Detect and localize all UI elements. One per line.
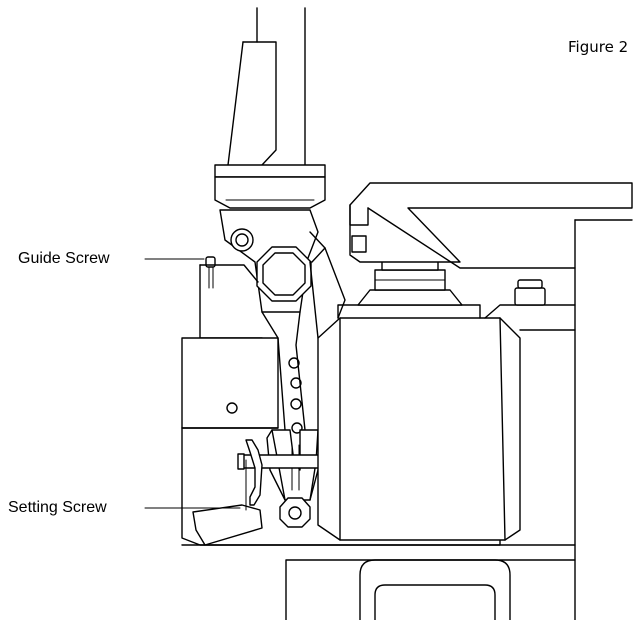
setting-screw-label: Setting Screw (8, 499, 107, 516)
guide-screw-label: Guide Screw (18, 250, 110, 267)
tapered-arm (227, 41, 277, 166)
head-block (214, 164, 326, 209)
lower-base (181, 544, 576, 620)
guide-screw-part (205, 256, 216, 289)
setting-nut (279, 497, 311, 528)
link-strip (261, 311, 306, 434)
figure-title: Figure 2 (568, 38, 629, 56)
small-bolt (230, 228, 254, 252)
machine-body (317, 219, 576, 620)
body-cap (357, 257, 546, 306)
clamp-hook (192, 439, 263, 546)
octagon-nut (256, 246, 312, 302)
upper-frame (349, 182, 633, 269)
upper-shaft (256, 7, 306, 166)
diagonal-link (309, 247, 346, 339)
